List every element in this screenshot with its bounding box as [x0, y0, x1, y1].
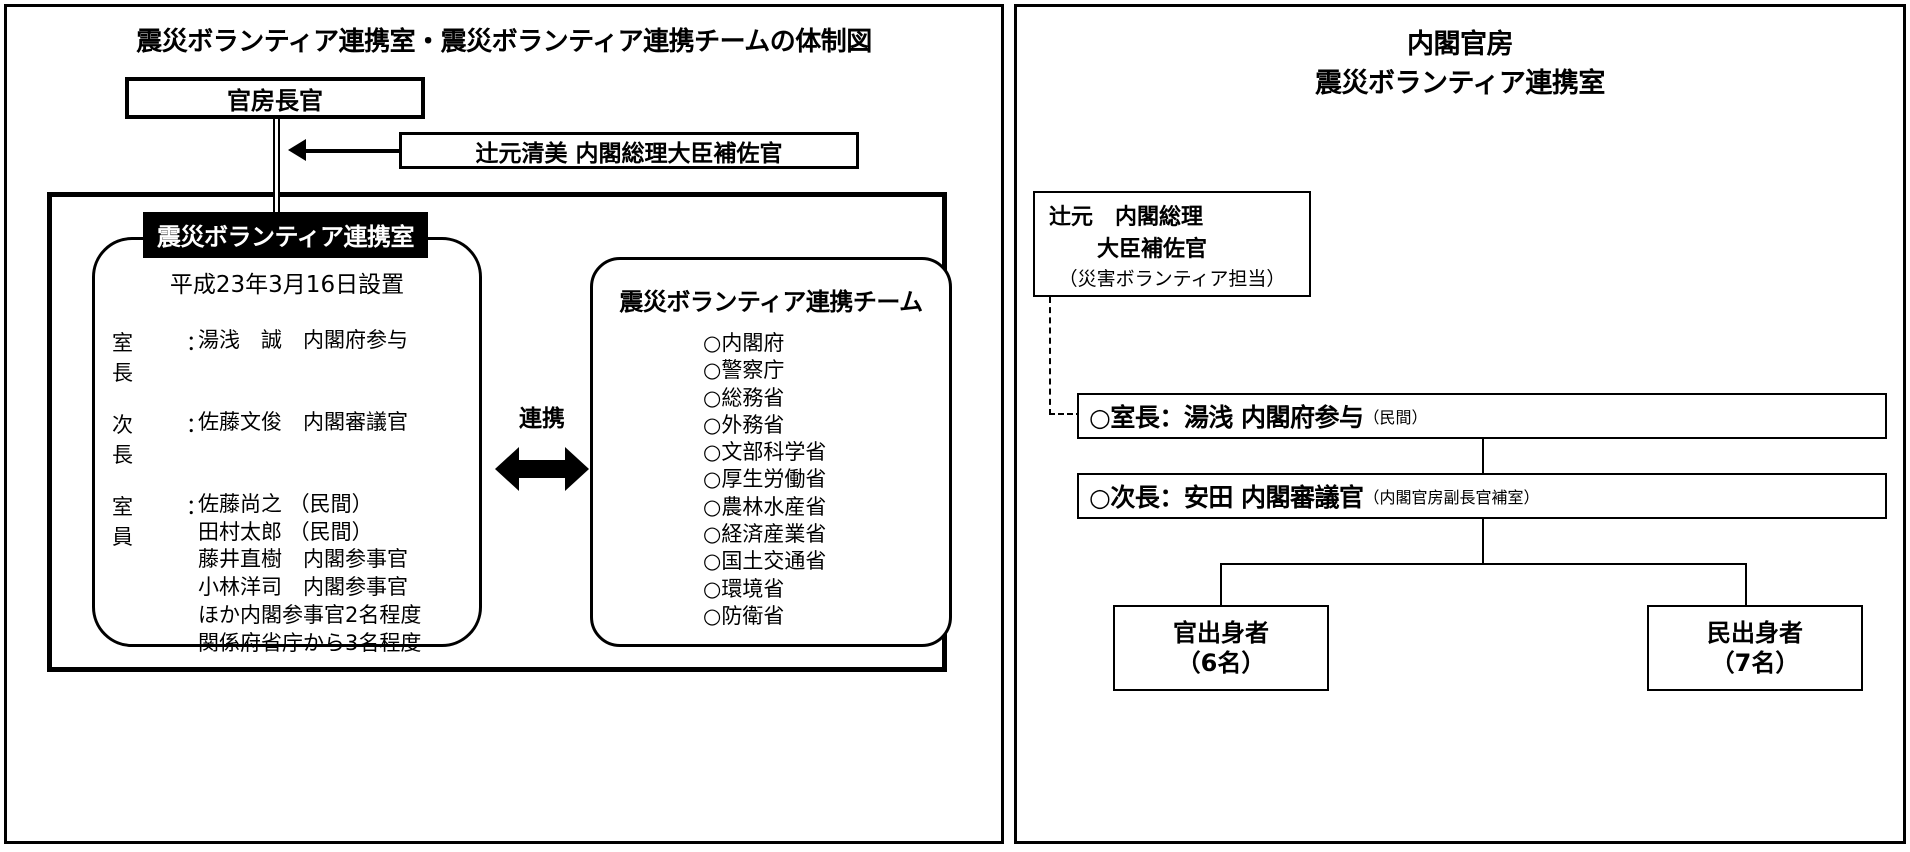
- roster-row: 次 長 ： 佐藤文俊 内閣審議官: [112, 409, 482, 469]
- roster-row: 室 員 ： 佐藤尚之 （民間） 田村太郎 （民間） 藤井直樹 内閣参事官 小林洋…: [112, 491, 482, 657]
- government-origin-label: 官出身者: [1173, 619, 1269, 647]
- right-panel-title: 内閣官房 震災ボランティア連携室: [1017, 25, 1903, 103]
- right-panel: 内閣官房 震災ボランティア連携室 辻元 内閣総理 大臣補佐官 （災害ボランティア…: [1014, 4, 1906, 844]
- roster-role: 室 長: [112, 331, 151, 385]
- roster-row: 室 長 ： 湯浅 誠 内閣府参与: [112, 327, 482, 387]
- office-deputy-label: ○次長：安田 内閣審議官: [1089, 483, 1364, 512]
- list-item: ○農林水産省: [703, 494, 827, 519]
- roster-values: 湯浅 誠 内閣府参与: [198, 327, 482, 387]
- list-item: ○内閣府: [703, 331, 785, 355]
- list-item: ○経済産業省: [703, 522, 827, 547]
- volunteer-team-title: 震災ボランティア連携チーム: [619, 288, 923, 316]
- link-label: 連携: [519, 406, 565, 432]
- office-deputy-origin: （内閣官房副長官補室）: [1363, 488, 1540, 507]
- list-item: ○外務省: [703, 412, 785, 437]
- roster-role: 次 長: [112, 413, 151, 467]
- left-panel: 震災ボランティア連携室・震災ボランティア連携チームの体制図 官房長官 辻元清美 …: [4, 4, 1004, 844]
- list-item: ○文部科学省: [703, 440, 827, 465]
- roster-colon: ：: [186, 495, 207, 519]
- private-origin-staff-box: 民出身者 （7名）: [1647, 605, 1863, 691]
- roster-line: 関係府省庁から3名程度: [198, 630, 422, 655]
- government-origin-staff-box: 官出身者 （6名）: [1113, 605, 1329, 691]
- advisor-line1: 辻元 内閣総理: [1049, 205, 1204, 230]
- staff-left-connector: [1220, 563, 1222, 605]
- advisor-to-secretary-arrow: [288, 139, 400, 161]
- list-item: ○環境省: [703, 576, 785, 601]
- bidirectional-link-arrow-icon: [495, 447, 589, 491]
- chief-to-deputy-connector: [1482, 439, 1484, 473]
- special-advisor-label: 辻元清美 内閣総理大臣補佐官: [475, 140, 783, 167]
- volunteer-team-box: 震災ボランティア連携チーム ○内閣府 ○警察庁 ○総務省 ○外務省 ○文部科学省…: [590, 257, 952, 647]
- chief-cabinet-secretary-label: 官房長官: [227, 86, 323, 115]
- roster-line: 佐藤文俊 内閣審議官: [198, 410, 408, 434]
- chief-cabinet-secretary-box: 官房長官: [125, 77, 425, 119]
- deputy-stem-connector: [1482, 519, 1484, 565]
- office-chief-origin: （民間）: [1363, 408, 1428, 427]
- roster-colon: ：: [186, 413, 207, 437]
- right-title-line1: 内閣官房: [1407, 29, 1514, 60]
- roster-colon: ：: [186, 331, 207, 355]
- roster-line: ほか内閣参事官2名程度: [198, 602, 422, 627]
- volunteer-team-member-list: ○内閣府 ○警察庁 ○総務省 ○外務省 ○文部科学省 ○厚生労働省 ○農林水産省…: [703, 330, 826, 630]
- advisor-box: 辻元 内閣総理 大臣補佐官 （災害ボランティア担当）: [1033, 191, 1311, 297]
- roster-line: 湯浅 誠 内閣府参与: [198, 328, 408, 352]
- office-deputy-box: ○次長：安田 内閣審議官 （内閣官房副長官補室）: [1077, 473, 1887, 519]
- list-item: ○警察庁: [703, 358, 785, 383]
- private-origin-count: （7名）: [1710, 649, 1800, 677]
- list-item: ○国土交通省: [703, 549, 827, 574]
- right-title-line2: 震災ボランティア連携室: [1315, 68, 1605, 100]
- arrow-head-right-icon: [565, 447, 589, 491]
- roster-values: 佐藤尚之 （民間） 田村太郎 （民間） 藤井直樹 内閣参事官 小林洋司 内閣参事…: [198, 491, 482, 657]
- advisor-line3: （災害ボランティア担当）: [1058, 268, 1286, 290]
- advisor-line2: 大臣補佐官: [1097, 237, 1208, 262]
- roster-line: 佐藤尚之 （民間）: [198, 492, 373, 516]
- roster-role: 室 員: [112, 495, 151, 549]
- list-item: ○防衛省: [703, 603, 785, 628]
- arrow-shaft: [513, 460, 571, 478]
- volunteer-office-label: 震災ボランティア連携室: [143, 212, 429, 258]
- office-chief-label: ○室長：湯浅 内閣府参与: [1089, 403, 1364, 432]
- arrow-shaft: [302, 149, 400, 153]
- volunteer-office-roster: 室 長 ： 湯浅 誠 内閣府参与 次 長 ： 佐藤文俊 内閣審議官 室 員 ： …: [112, 327, 482, 679]
- volunteer-office-established: 平成23年3月16日設置: [169, 272, 405, 298]
- special-advisor-box: 辻元清美 内閣総理大臣補佐官: [399, 132, 859, 169]
- staff-horizontal-connector: [1220, 563, 1747, 565]
- vertical-double-connector: [273, 119, 280, 229]
- office-chief-box: ○室長：湯浅 内閣府参与 （民間）: [1077, 393, 1887, 439]
- list-item: ○総務省: [703, 385, 785, 410]
- left-panel-title: 震災ボランティア連携室・震災ボランティア連携チームの体制図: [136, 27, 872, 57]
- roster-line: 藤井直樹 内閣参事官: [198, 547, 408, 572]
- private-origin-label: 民出身者: [1707, 619, 1803, 647]
- roster-values: 佐藤文俊 内閣審議官: [198, 409, 482, 469]
- list-item: ○厚生労働省: [703, 467, 827, 492]
- staff-right-connector: [1745, 563, 1747, 605]
- roster-line: 小林洋司 内閣参事官: [198, 575, 408, 600]
- government-origin-count: （6名）: [1176, 649, 1266, 677]
- advisor-dashed-connector: [1049, 297, 1091, 415]
- arrow-head-icon: [288, 139, 306, 161]
- roster-line: 田村太郎 （民間）: [198, 519, 373, 544]
